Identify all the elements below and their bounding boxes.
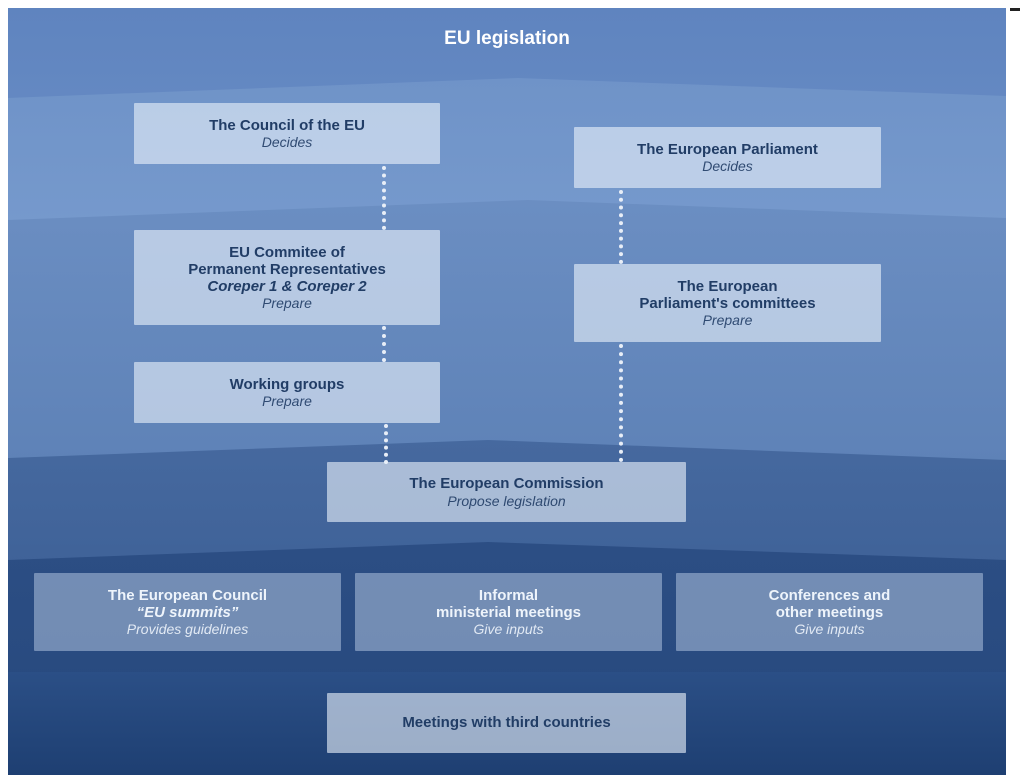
node-council-of-the-eu-name: The Council of the EU [209,116,365,134]
node-parliament-committees-line1: The European [677,277,778,295]
node-european-commission-role: Propose legislation [447,492,566,509]
node-conferences-role: Give inputs [794,621,865,638]
diagram-title: EU legislation [444,28,570,49]
node-european-commission: The European Commission Propose legislat… [327,462,686,522]
node-council-of-the-eu-role: Decides [261,134,313,151]
connector-working-groups-commission [384,424,388,464]
node-european-council-role: Provides guidelines [126,621,249,638]
node-conferences-line1: Conferences and [768,586,891,604]
node-informal-ministerial-meetings: Informal ministerial meetings Give input… [355,573,662,651]
node-european-parliament: The European Parliament Decides [574,127,881,188]
node-parliament-committees-role: Prepare [702,312,753,329]
node-european-commission-name: The European Commission [409,475,604,493]
node-informal-meetings-line1: Informal [478,586,539,604]
node-european-parliament-role: Decides [702,158,753,175]
node-council-of-the-eu: The Council of the EU Decides [134,103,440,164]
node-conferences-line2: other meetings [775,603,884,621]
connector-council-coreper [382,166,386,230]
node-informal-meetings-line2: ministerial meetings [435,603,582,621]
node-parliament-committees: The European Parliament's committees Pre… [574,264,881,342]
connector-parliament-committees [619,190,623,264]
node-meetings-with-third-countries: Meetings with third countries [327,693,686,753]
node-parliament-committees-line2: Parliament's committees [639,294,816,312]
node-european-council-subtitle: “EU summits” [136,603,239,621]
node-working-groups-role: Prepare [262,393,312,410]
node-european-parliament-name: The European Parliament [637,140,818,158]
connector-committees-commission [619,344,623,462]
node-european-council-name: The European Council [107,586,268,604]
node-coreper-role: Prepare [262,295,312,312]
node-coreper-line3: Coreper 1 & Coreper 2 [207,278,367,296]
node-conferences-and-other-meetings: Conferences and other meetings Give inpu… [676,573,983,651]
node-working-groups-name: Working groups [229,375,345,393]
node-working-groups: Working groups Prepare [134,362,440,423]
node-coreper: EU Commitee of Permanent Representatives… [134,230,440,325]
connector-coreper-working-groups [382,326,386,362]
node-coreper-line1: EU Commitee of [229,243,345,261]
eu-legislation-diagram: EU legislation The Council of the EU Dec… [8,8,1006,775]
node-third-countries-name: Meetings with third countries [402,714,611,732]
node-coreper-line2: Permanent Representatives [188,260,386,278]
corner-mark [1010,8,1020,11]
node-informal-meetings-role: Give inputs [473,621,544,638]
node-european-council: The European Council “EU summits” Provid… [34,573,341,651]
